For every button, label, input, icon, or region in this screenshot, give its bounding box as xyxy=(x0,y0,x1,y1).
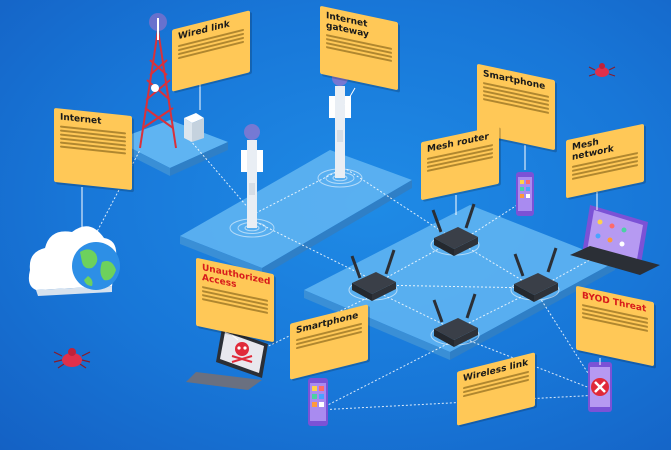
callout-internet: Internet xyxy=(54,107,132,191)
globe-icon xyxy=(72,242,120,290)
x-mark-icon xyxy=(591,378,609,396)
antenna-mast-icon xyxy=(241,124,263,228)
router-icon xyxy=(431,203,478,256)
bug-icon xyxy=(588,63,616,77)
skull-icon xyxy=(231,342,253,363)
router-icon xyxy=(350,249,396,301)
tablet-icon xyxy=(570,205,660,275)
smartphone-icon xyxy=(308,378,328,426)
equipment-cabinet xyxy=(184,113,204,142)
router-icon xyxy=(513,247,558,302)
callout-body-lines xyxy=(60,125,126,155)
mesh-platform xyxy=(304,205,615,360)
callout-stems xyxy=(81,80,601,365)
bug-icon xyxy=(53,348,91,369)
router-icon xyxy=(432,293,478,347)
cell-tower-icon xyxy=(139,13,177,149)
smartphone-icon xyxy=(516,172,534,216)
